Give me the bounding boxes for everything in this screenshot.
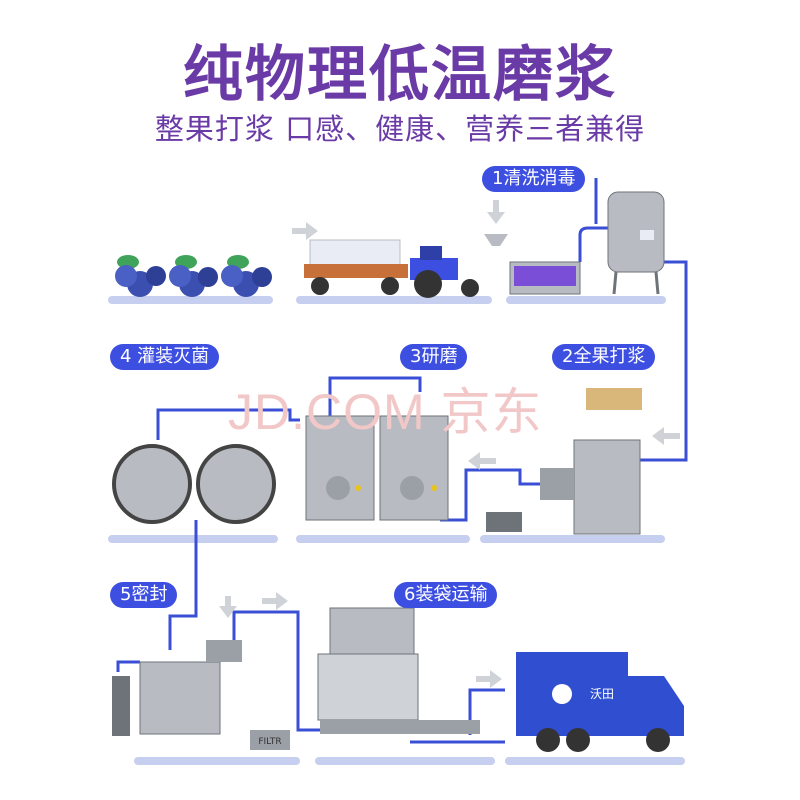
- platform-row2-left: [108, 535, 278, 543]
- platform-row1-mid: [296, 296, 492, 304]
- grinder-left: [305, 415, 375, 521]
- platform-row1-right: [506, 296, 666, 304]
- platform-row2-mid: [296, 535, 470, 543]
- pipe-sealer-to-filler: [232, 610, 320, 732]
- hopper-funnel: [484, 234, 508, 246]
- flow-arrows: [219, 200, 680, 688]
- step-label-4: 4 灌装灭菌: [110, 344, 220, 370]
- pipe-wash-to-tank: [578, 226, 608, 262]
- filling-tanks: [112, 444, 276, 524]
- filter-label: FILTR: [258, 737, 281, 747]
- sealer-machine: FILTR: [112, 640, 290, 750]
- grinder-right: [379, 415, 449, 521]
- page-subtitle: 整果打浆 口感、健康、营养三者兼得: [154, 112, 646, 146]
- blueberry-group-2: [169, 255, 218, 297]
- arrow-right-row3a: [262, 592, 288, 610]
- arrow-right-row1: [292, 222, 318, 240]
- platform-row3-right: [505, 757, 685, 765]
- pipe-tanks-down: [168, 520, 198, 650]
- platform-row1-left: [108, 296, 273, 304]
- bottling-line: [317, 607, 480, 734]
- pipe-pulper-to-grinder: [440, 468, 560, 522]
- pipe-grinder-to-tanks: [156, 408, 300, 440]
- delivery-truck: 沃田: [516, 652, 684, 752]
- step-label-6: 6装袋运输: [394, 582, 498, 608]
- blueberry-group-1: [115, 255, 166, 297]
- platform-row3-left: [134, 757, 300, 765]
- pipe-row3-loop: [116, 660, 140, 672]
- platform-row2-right: [480, 535, 665, 543]
- truck-brand: 沃田: [590, 687, 614, 701]
- pipe-tank-down-right: [640, 260, 688, 462]
- blueberry-group-3: [221, 255, 272, 297]
- pulper-machine: [486, 388, 642, 535]
- step-label-2: 2全果打浆: [552, 344, 656, 370]
- sterilize-tank: [607, 191, 665, 295]
- arrow-left-row2a: [652, 427, 680, 445]
- arrow-down-row3: [219, 596, 237, 618]
- watermark-text: JD.COM 京东: [228, 384, 543, 440]
- arrow-left-row2b: [468, 452, 496, 470]
- step-label-5: 5密封: [110, 582, 178, 608]
- platforms: [108, 296, 685, 765]
- platform-row3-mid: [315, 757, 495, 765]
- pipe-grinder-top: [328, 376, 422, 416]
- page-title: 纯物理低温磨浆: [183, 40, 617, 110]
- crate-stack: [309, 239, 401, 267]
- blueberry-cluster: [115, 255, 272, 297]
- arrow-right-row3b: [476, 670, 502, 688]
- step-label-3: 3研磨: [400, 344, 468, 370]
- step-label-1: 1清洗消毒: [482, 166, 586, 192]
- tractor-trailer: [304, 239, 479, 298]
- arrow-down-hopper: [487, 200, 505, 224]
- washing-machine: [484, 234, 581, 295]
